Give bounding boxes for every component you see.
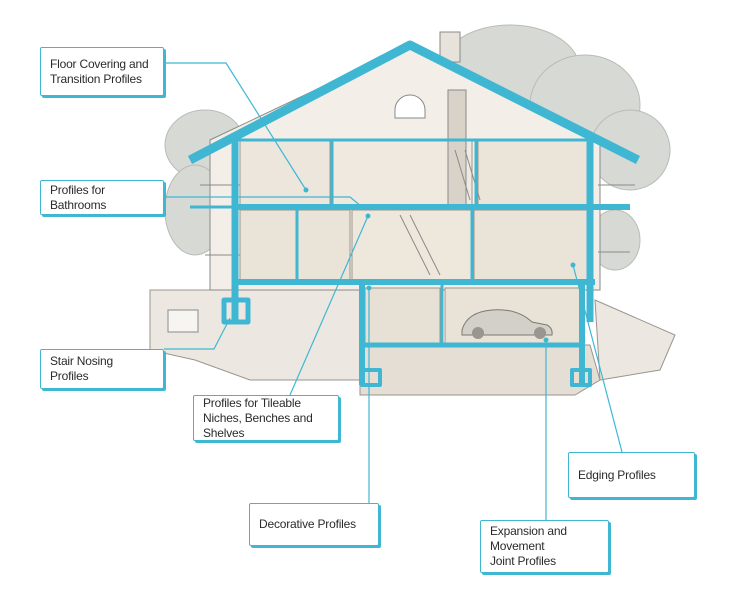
structure-outline: [187, 40, 641, 387]
callout-decorative: Decorative Profiles: [249, 503, 379, 546]
callout-bathrooms: Profiles for Bathrooms: [40, 180, 164, 215]
leader-lines: [164, 62, 623, 520]
callout-expansion: Expansion and Movement Joint Profiles: [480, 520, 609, 573]
callout-floor-covering: Floor Covering and Transition Profiles: [40, 47, 164, 96]
callout-stair-nosing: Stair Nosing Profiles: [40, 349, 164, 389]
ground-foundation: [149, 289, 676, 396]
leader-dots: [303, 187, 576, 343]
callout-tileable: Profiles for Tileable Niches, Benches an…: [193, 395, 339, 441]
house-body: [200, 31, 635, 344]
callout-edging: Edging Profiles: [568, 452, 695, 498]
